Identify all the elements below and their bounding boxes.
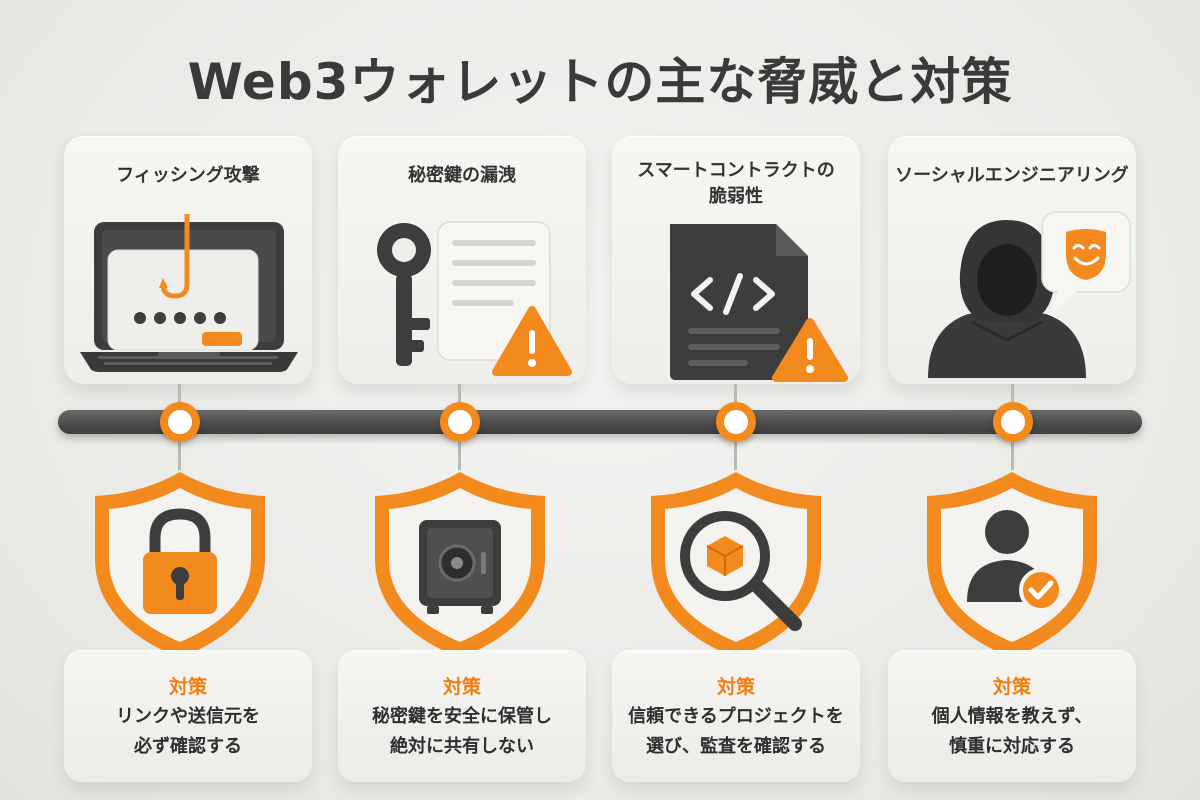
countermeasure-text: 秘密鍵を安全に保管し 絶対に共有しない [372,706,552,757]
timeline-node [440,402,480,442]
connector-line [734,384,737,414]
countermeasure-card-social-engineering: 対策 個人情報を教えず、 慎重に対応する [888,650,1136,782]
verified-user-shield-icon [927,472,1097,658]
countermeasure-card-smart-contract: 対策 信頼できるプロジェクトを 選び、監査を確認する [612,650,860,782]
threat-title: 秘密鍵の漏洩 [408,165,516,186]
connector-line [458,440,461,470]
padlock-shield-icon [95,472,265,658]
connector-line [178,440,181,470]
key-leak-icon [377,221,572,376]
timeline-node [993,402,1033,442]
threat-title: フィッシング攻撃 [116,165,260,186]
magnifier-shield-icon [651,472,821,658]
timeline-node [160,402,200,442]
countermeasure-text: 信頼できるプロジェクトを 選び、監査を確認する [628,706,844,757]
connector-line [458,384,461,414]
countermeasure-label: 対策 [992,676,1031,698]
connector-line [178,384,181,414]
countermeasure-card-key-leak: 対策 秘密鍵を安全に保管し 絶対に共有しない [338,650,586,782]
page-title: Web3ウォレットの主な脅威と対策 [187,53,1013,111]
safe-shield-icon [375,472,545,658]
timeline-node [716,402,756,442]
hooded-person-icon [928,211,1131,378]
countermeasure-label: 対策 [442,676,481,698]
timeline-rail [58,410,1142,434]
threat-title: スマートコントラクトの 脆弱性 [637,160,835,207]
connector-line [1011,384,1014,414]
threat-card-key-leak: 秘密鍵の漏洩 [338,136,586,384]
countermeasure-label: 対策 [168,676,207,698]
laptop-phishing-icon [80,214,298,372]
threat-card-smart-contract: スマートコントラクトの 脆弱性 [612,136,860,384]
countermeasure-text: 個人情報を教えず、 慎重に対応する [931,706,1093,757]
countermeasure-card-phishing: 対策 リンクや送信元を 必ず確認する [64,650,312,782]
threat-card-social-engineering: ソーシャルエンジニアリング [888,136,1136,384]
countermeasure-text: リンクや送信元を 必ず確認する [116,706,260,757]
threat-card-phishing: フィッシング攻撃 [64,136,312,384]
threat-title: ソーシャルエンジニアリング [895,165,1129,186]
connector-line [734,440,737,470]
code-file-warning-icon [670,224,848,382]
countermeasure-label: 対策 [716,676,755,698]
connector-line [1011,440,1014,470]
